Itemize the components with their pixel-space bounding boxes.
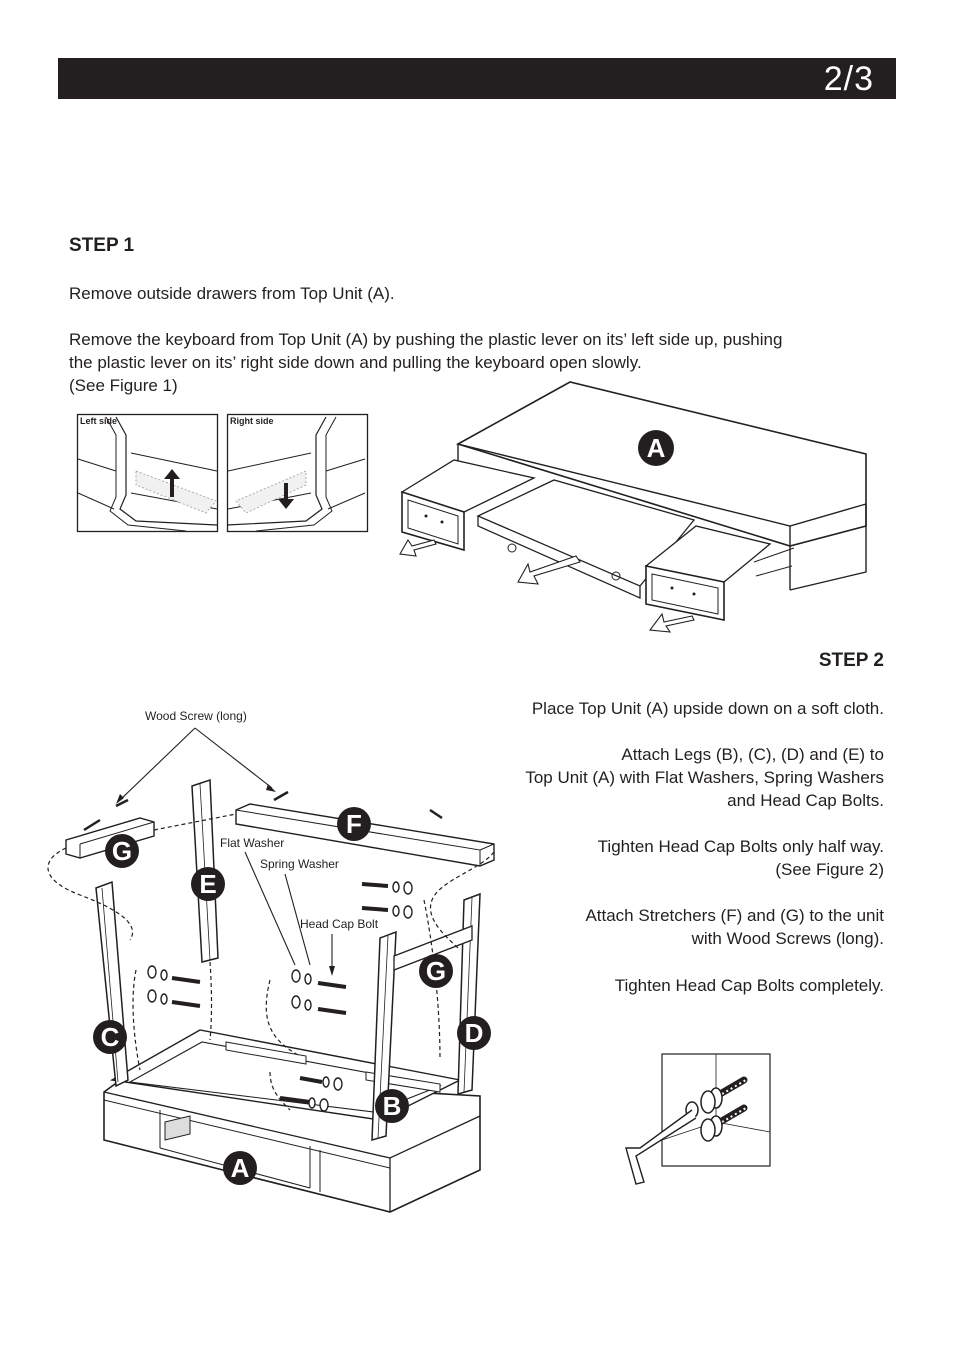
svg-text:C: C xyxy=(101,1022,120,1052)
step2-paragraph-2-line-3: and Head Cap Bolts. xyxy=(727,791,884,810)
pull-arrow-icon xyxy=(399,538,437,557)
badge-f: F xyxy=(337,807,371,841)
step2-paragraph-2-line-1: Attach Legs (B), (C), (D) and (E) to xyxy=(621,745,884,764)
page-number: 2/3 xyxy=(823,60,874,98)
badge-d: D xyxy=(457,1016,491,1050)
left-side-label: Left side xyxy=(80,416,117,426)
step2-paragraph-2-line-2: Top Unit (A) with Flat Washers, Spring W… xyxy=(525,768,884,787)
svg-text:G: G xyxy=(426,956,446,986)
step2-paragraph-5: Tighten Head Cap Bolts completely. xyxy=(614,976,884,995)
step2-heading: STEP 2 xyxy=(818,650,884,671)
step2-paragraph-3-line-1: Tighten Head Cap Bolts only half way. xyxy=(597,837,884,856)
badge-a-base: A xyxy=(223,1151,257,1185)
spring-washer-label: Spring Washer xyxy=(260,857,339,871)
bolt-set xyxy=(361,881,413,919)
header-bar: 2/3 xyxy=(58,58,896,99)
flat-washer-label: Flat Washer xyxy=(220,836,284,850)
step2-paragraph-4-line-1: Attach Stretchers (F) and (G) to the uni… xyxy=(585,906,884,925)
step2-paragraph-3-line-2: (See Figure 2) xyxy=(775,860,884,879)
step1-paragraph-2-line-3: (See Figure 1) xyxy=(69,376,178,395)
step1-paragraph-2-line-1: Remove the keyboard from Top Unit (A) by… xyxy=(69,330,783,349)
badge-e: E xyxy=(191,867,225,901)
badge-g-left: G xyxy=(105,834,139,868)
step1-paragraph-2-line-2: the plastic lever on its’ right side dow… xyxy=(69,353,642,372)
badge-g-right: G xyxy=(419,954,453,988)
figure-1-lever-insets: Left side Right side xyxy=(76,413,369,533)
right-side-label: Right side xyxy=(230,416,274,426)
wood-screw-label: Wood Screw (long) xyxy=(145,709,247,723)
badge-c: C xyxy=(93,1020,127,1054)
figure-1-top-unit-drawers: A xyxy=(399,381,867,633)
bolt-set xyxy=(291,969,347,1015)
svg-text:A: A xyxy=(231,1153,250,1183)
badge-a-top-unit: A xyxy=(638,430,674,466)
svg-text:B: B xyxy=(383,1091,402,1121)
svg-text:F: F xyxy=(346,809,362,839)
arrow-down-icon xyxy=(278,483,294,509)
left-side-inset: Left side xyxy=(76,413,219,533)
step1-paragraph-1: Remove outside drawers from Top Unit (A)… xyxy=(69,284,395,303)
svg-text:E: E xyxy=(199,869,216,899)
svg-text:D: D xyxy=(465,1018,484,1048)
head-cap-bolt-label: Head Cap Bolt xyxy=(300,917,379,931)
arrow-up-icon xyxy=(164,469,180,497)
svg-text:G: G xyxy=(112,836,132,866)
step2-assembly-diagram: Wood Screw (long) Flat Washer Spring Was… xyxy=(47,709,495,1213)
pull-arrow-icon xyxy=(648,612,695,633)
step2-paragraph-4-line-2: with Wood Screws (long). xyxy=(691,929,884,948)
right-side-inset: Right side xyxy=(226,413,369,533)
figure-2-allen-key-inset xyxy=(625,1053,771,1185)
pull-arrow-icon xyxy=(517,555,581,585)
bolt-set xyxy=(279,1076,343,1112)
badge-b: B xyxy=(375,1089,409,1123)
step1-heading: STEP 1 xyxy=(69,235,135,256)
bolt-set xyxy=(147,965,201,1008)
step2-paragraph-1: Place Top Unit (A) upside down on a soft… xyxy=(531,699,884,718)
svg-text:A: A xyxy=(647,433,666,463)
